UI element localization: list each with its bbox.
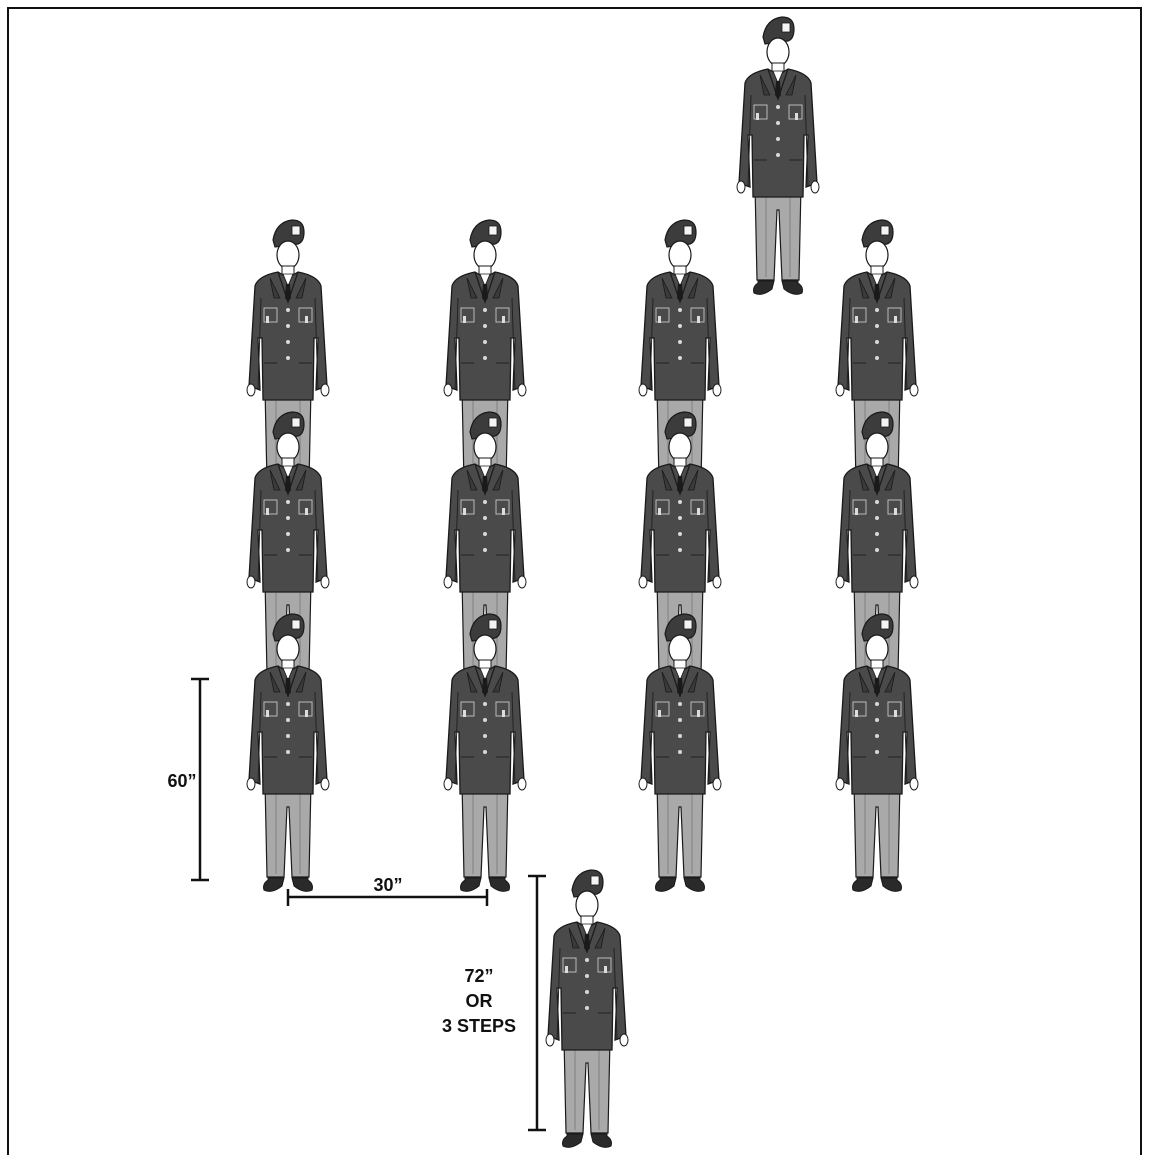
soldier-figure-icon	[835, 613, 919, 892]
rear-distance-dimension	[528, 874, 546, 1132]
file-interval-dimension	[286, 889, 489, 906]
soldier-figure-icon	[736, 16, 820, 295]
rank-distance-dimension	[191, 677, 209, 882]
soldier-figure-icon	[246, 613, 330, 892]
rank-distance-label: 60”	[167, 771, 196, 791]
rear-distance-label-line3: 3 STEPS	[442, 1016, 516, 1036]
file-interval-label: 30”	[373, 875, 402, 895]
soldier-figure-icon	[545, 869, 629, 1148]
soldier-figure-icon	[638, 613, 722, 892]
rear-distance-label-line2: OR	[466, 991, 493, 1011]
rear-distance-label-line1: 72”	[464, 966, 493, 986]
soldier-figure-icon	[443, 613, 527, 892]
diagram-border	[7, 7, 1142, 1155]
